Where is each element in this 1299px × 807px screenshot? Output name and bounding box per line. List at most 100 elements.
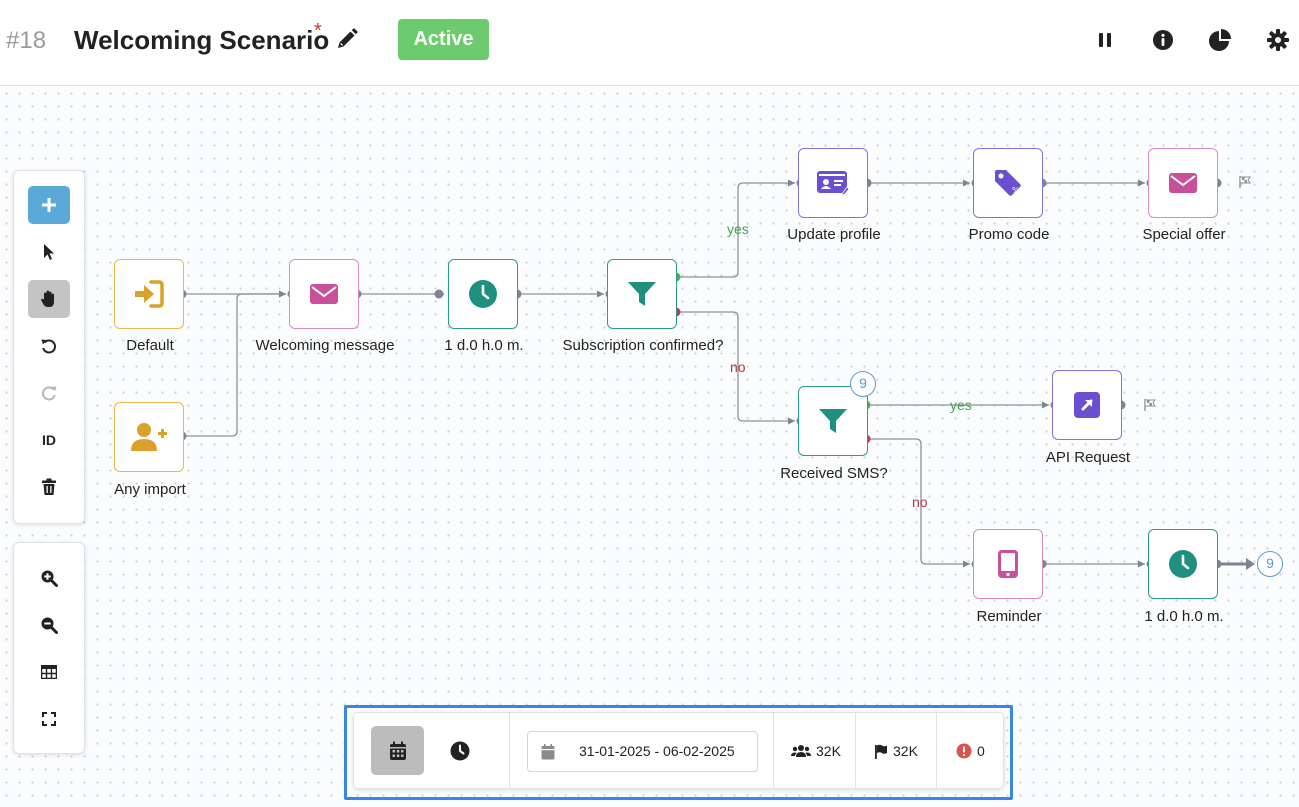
- date-range-mode-button[interactable]: [371, 726, 424, 775]
- expand-icon: [42, 712, 56, 726]
- sign-in-icon: [135, 280, 164, 308]
- scenario-title: Welcoming Scenario: [74, 25, 330, 55]
- node-reminder-label: Reminder: [976, 608, 1042, 625]
- scenario-canvas[interactable]: yes no yes no Default Any import Welcomi…: [0, 87, 1299, 807]
- node-reminder[interactable]: [973, 529, 1043, 599]
- pencil-icon[interactable]: [335, 27, 359, 51]
- filter-icon: [819, 409, 847, 433]
- contacts-stat: 32K: [791, 740, 841, 762]
- divider: [773, 713, 774, 788]
- add-node-button[interactable]: [28, 186, 70, 224]
- errors-stat: 0: [956, 740, 985, 762]
- clock-icon: [469, 280, 497, 308]
- zoom-out-icon: [41, 617, 58, 634]
- node-delay-label: 1 d.0 h.0 m.: [1144, 608, 1224, 625]
- node-api-request[interactable]: [1052, 370, 1122, 440]
- show-id-label: ID: [42, 432, 56, 448]
- status-badge: Active: [398, 19, 489, 60]
- finished-count: 32K: [893, 743, 918, 759]
- svg-text:%: %: [1012, 186, 1020, 195]
- node-default-label: Default: [126, 337, 174, 354]
- finish-flag-icon: [1239, 176, 1251, 188]
- flag-icon: [875, 744, 887, 759]
- external-link-icon: [1074, 392, 1100, 418]
- pause-icon[interactable]: [1092, 27, 1118, 53]
- node-special-offer[interactable]: [1148, 148, 1218, 218]
- scenario-header: #18 Welcoming Scenario * Active: [0, 0, 1299, 86]
- node-delay-label: 1 d.0 h.0 m.: [444, 337, 524, 354]
- id-card-icon: [817, 171, 850, 196]
- calendar-icon: [541, 744, 555, 760]
- error-icon: [956, 743, 972, 759]
- divider: [509, 713, 510, 788]
- zoom-out-button[interactable]: [28, 606, 70, 644]
- node-any-import-label: Any import: [114, 481, 186, 498]
- plus-icon: [42, 198, 56, 212]
- clock-icon: [450, 741, 470, 760]
- tag-icon: %: [995, 170, 1021, 196]
- pie-chart-icon[interactable]: [1207, 27, 1233, 53]
- next-node-badge[interactable]: 9: [1257, 551, 1283, 577]
- edge-label-yes: yes: [727, 221, 749, 237]
- edge-label-no: no: [912, 494, 928, 510]
- filter-icon: [628, 282, 656, 306]
- gear-icon[interactable]: [1265, 27, 1291, 53]
- stats-bar: 31-01-2025 - 06-02-2025 32K 32K 0: [353, 712, 1004, 789]
- divider: [936, 713, 937, 788]
- node-received-sms-label: Received SMS?: [780, 465, 888, 482]
- stats-bar-highlight: [344, 705, 1013, 800]
- info-icon[interactable]: [1150, 27, 1176, 53]
- node-delay[interactable]: [448, 259, 518, 329]
- edge-label-no: no: [730, 359, 746, 375]
- cursor-arrow-icon: [44, 244, 54, 260]
- user-plus-icon: [131, 423, 167, 451]
- grid-toggle-button[interactable]: [28, 653, 70, 691]
- date-range-input[interactable]: 31-01-2025 - 06-02-2025: [527, 731, 758, 772]
- zoom-toolbar: [13, 542, 85, 754]
- envelope-icon: [310, 284, 338, 304]
- node-delay[interactable]: [1148, 529, 1218, 599]
- node-any-import[interactable]: [114, 402, 184, 472]
- date-range-value: 31-01-2025 - 06-02-2025: [579, 743, 735, 759]
- errors-count: 0: [977, 743, 985, 759]
- hand-icon: [41, 290, 54, 307]
- show-id-button[interactable]: ID: [28, 421, 70, 459]
- node-received-sms[interactable]: [798, 386, 868, 456]
- users-icon: [791, 745, 811, 757]
- node-subscription-confirmed[interactable]: [607, 259, 677, 329]
- node-api-request-label: API Request: [1045, 449, 1131, 466]
- divider: [855, 713, 856, 788]
- pan-tool-button[interactable]: [28, 280, 70, 318]
- contacts-count: 32K: [816, 743, 841, 759]
- editor-toolbar: ID: [13, 170, 85, 524]
- fullscreen-button[interactable]: [28, 700, 70, 738]
- undo-button[interactable]: [28, 327, 70, 365]
- node-count-badge[interactable]: 9: [850, 371, 876, 397]
- scenario-id: #18: [6, 27, 47, 54]
- undo-icon: [41, 339, 56, 354]
- zoom-in-button[interactable]: [28, 559, 70, 597]
- mobile-phone-icon: [998, 550, 1018, 578]
- node-promo-code-label: Promo code: [968, 226, 1050, 243]
- node-update-profile[interactable]: [798, 148, 868, 218]
- finish-flag-icon: [1144, 399, 1156, 411]
- node-welcoming-message[interactable]: [289, 259, 359, 329]
- trash-icon: [42, 478, 56, 495]
- zoom-in-icon: [41, 570, 58, 587]
- envelope-icon: [1169, 173, 1197, 193]
- node-default[interactable]: [114, 259, 184, 329]
- node-welcoming-message-label: Welcoming message: [255, 337, 395, 354]
- redo-button[interactable]: [28, 374, 70, 412]
- edge-label-yes: yes: [950, 397, 972, 413]
- node-update-profile-label: Update profile: [787, 226, 881, 243]
- node-special-offer-label: Special offer: [1142, 226, 1226, 243]
- calendar-icon: [389, 741, 406, 760]
- select-tool-button[interactable]: [28, 233, 70, 271]
- delete-button[interactable]: [28, 468, 70, 506]
- clock-icon: [1169, 550, 1197, 578]
- node-subscription-confirmed-label: Subscription confirmed?: [562, 337, 724, 354]
- node-promo-code[interactable]: %: [973, 148, 1043, 218]
- grid-icon: [41, 665, 57, 679]
- finished-stat: 32K: [874, 740, 918, 762]
- realtime-mode-button[interactable]: [444, 726, 476, 775]
